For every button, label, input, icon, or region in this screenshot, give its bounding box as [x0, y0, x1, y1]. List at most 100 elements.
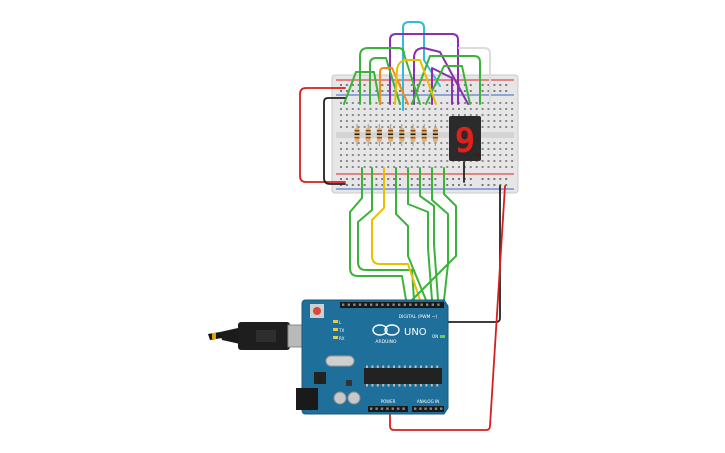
breadboard-hole	[511, 114, 514, 116]
breadboard-hole	[363, 114, 366, 116]
rail-hole	[416, 178, 419, 180]
breadboard-hole	[399, 114, 401, 116]
wire-white[interactable]	[458, 47, 491, 105]
wire-bundle-top	[343, 21, 491, 111]
wire-red-rail-jumper[interactable]	[299, 87, 346, 183]
rail-hole	[493, 184, 496, 186]
rail-hole	[363, 184, 366, 186]
breadboard-hole	[428, 142, 431, 144]
breadboard-hole	[404, 166, 407, 168]
chip-pin	[420, 365, 422, 368]
wire-black-rail-jumper[interactable]	[323, 97, 346, 185]
breadboard-hole	[375, 160, 378, 162]
breadboard-hole	[363, 166, 366, 168]
breadboard-hole	[393, 108, 396, 110]
breadboard-hole	[416, 102, 419, 104]
wire-green-down-3[interactable]	[395, 167, 427, 301]
wire-orange[interactable]	[379, 67, 409, 105]
chip-pin	[436, 365, 439, 368]
resistor	[410, 128, 416, 142]
breadboard-hole	[340, 154, 342, 156]
breadboard-hole	[399, 142, 401, 144]
wire-green-down-6[interactable]	[431, 167, 449, 301]
wire-purple-c[interactable]	[431, 67, 453, 105]
header-pin	[402, 407, 405, 410]
usb-cable-strain	[220, 328, 240, 344]
rail-hole	[381, 184, 384, 186]
breadboard-hole	[381, 160, 384, 162]
breadboard-hole	[440, 166, 443, 168]
rail-hole	[393, 178, 396, 180]
breadboard-hole	[399, 126, 401, 128]
breadboard-hole	[493, 148, 496, 150]
breadboard-hole	[422, 114, 425, 116]
tx-label: TX	[338, 328, 344, 333]
wire-green-down-1[interactable]	[349, 167, 407, 301]
breadboard-hole	[387, 114, 390, 116]
breadboard-hole	[345, 102, 348, 104]
chip-pin	[403, 365, 406, 368]
usb-cable[interactable]	[208, 322, 305, 350]
breadboard-hole	[458, 114, 460, 116]
header-pin	[364, 303, 367, 306]
breadboard-hole	[387, 108, 390, 110]
arduino-uno[interactable]: DIGITAL (PWM ~) ARDUINO UNO L TX RX ON	[296, 299, 449, 415]
breadboard-hole	[410, 160, 413, 162]
breadboard-hole	[499, 108, 502, 110]
breadboard-hole	[469, 166, 472, 168]
resistor-band	[399, 137, 405, 139]
breadboard-hole	[410, 142, 413, 144]
breadboard-hole	[440, 114, 443, 116]
wire-green-down-7[interactable]	[411, 167, 457, 301]
chip-pin	[393, 365, 395, 368]
breadboard-hole	[422, 120, 425, 122]
header-pin	[380, 407, 384, 410]
resistor-band	[376, 130, 382, 132]
wire-yellow-down[interactable]	[371, 167, 421, 301]
header-pin	[440, 407, 443, 410]
breadboard-hole	[399, 160, 401, 162]
breadboard-hole	[387, 142, 390, 144]
wire-green-down-2[interactable]	[357, 167, 415, 301]
resistor-band	[376, 133, 382, 135]
wire-green-down-5[interactable]	[419, 167, 439, 301]
breadboard-hole	[511, 126, 514, 128]
wire-green-top-5[interactable]	[425, 65, 471, 105]
wire-cyan[interactable]	[402, 21, 441, 111]
breadboard-hole	[493, 102, 496, 104]
breadboard-hole	[351, 154, 354, 156]
rail-hole	[399, 178, 401, 180]
seven-segment-display[interactable]: 9	[449, 116, 481, 161]
wire-green-top-2[interactable]	[369, 57, 401, 105]
breadboard-hole	[499, 160, 502, 162]
breadboard-hole	[481, 160, 484, 162]
wire-green-top-4[interactable]	[411, 55, 481, 105]
header-pin	[386, 407, 389, 410]
rail-hole	[375, 184, 378, 186]
breadboard-hole	[363, 120, 366, 122]
header-pin	[358, 303, 362, 306]
digital-pins	[342, 303, 440, 306]
rail-hole	[410, 184, 413, 186]
header-pin	[375, 303, 378, 306]
breadboard-hole	[499, 114, 502, 116]
breadboard-hole	[446, 102, 449, 104]
rail-hole	[499, 178, 502, 180]
breadboard-hole	[422, 102, 425, 104]
breadboard-hole	[393, 148, 396, 150]
breadboard-hole	[375, 154, 378, 156]
breadboard-hole	[375, 166, 378, 168]
wire-green-down-4[interactable]	[407, 167, 433, 301]
resistor-band	[432, 130, 438, 132]
wire-purple-b[interactable]	[413, 47, 469, 105]
wire-yellow-top[interactable]	[394, 59, 437, 105]
rail-hole	[375, 178, 378, 180]
breadboard-hole	[505, 148, 508, 150]
chip-pin	[393, 384, 395, 387]
breadboard-hole	[428, 126, 431, 128]
wire-purple-a[interactable]	[389, 33, 459, 105]
wire-green-top-1[interactable]	[359, 47, 421, 105]
wire-green-top-3[interactable]	[343, 71, 381, 105]
wire-red-5v[interactable]	[389, 185, 506, 431]
